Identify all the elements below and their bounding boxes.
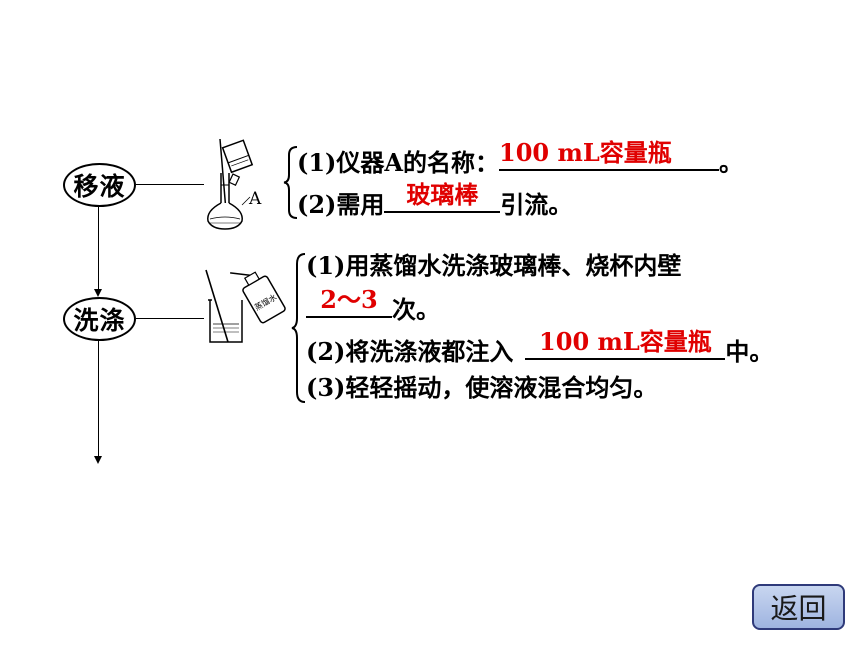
beaker-washing-icon: 蒸馏水 xyxy=(205,269,286,343)
step-wash-label: 洗涤 xyxy=(73,306,126,335)
transfer-q1-answer: 100 mL容量瓶 xyxy=(499,138,672,167)
wash-q1-line1: (1)用蒸馏水洗涤玻璃棒、烧杯内壁 xyxy=(306,251,682,280)
transfer-q1-blank: 100 mL容量瓶 xyxy=(499,139,720,171)
transfer-q2: (2)需用玻璃棒引流。 xyxy=(297,180,573,220)
flow-arrow-2 xyxy=(94,456,102,464)
connector-transfer xyxy=(136,184,204,185)
step-wash-oval: 洗涤 xyxy=(63,297,136,341)
flow-line-2 xyxy=(98,341,99,456)
transfer-q2-blank: 玻璃棒 xyxy=(384,181,501,213)
transfer-q1: (1)仪器A的名称：100 mL容量瓶。 xyxy=(297,138,744,178)
flow-arrow-1 xyxy=(94,289,102,297)
wash-q1-blank: 2～3 xyxy=(306,286,392,318)
back-button-label: 返回 xyxy=(770,592,827,625)
wash-q2-blank: 100 mL容量瓶 xyxy=(525,328,726,360)
brace-transfer xyxy=(283,146,298,219)
connector-wash xyxy=(136,318,204,319)
back-button[interactable]: 返回 xyxy=(752,584,845,630)
wash-q3: (3)轻轻摇动，使溶液混合均匀。 xyxy=(306,373,658,402)
instrument-label: A xyxy=(249,189,262,209)
flow-line-1 xyxy=(98,207,99,289)
wash-q1-answer: 2～3 xyxy=(320,285,378,314)
step-transfer-oval: 移液 xyxy=(63,163,136,207)
brace-wash xyxy=(291,253,306,403)
flask-pouring-icon xyxy=(207,138,254,230)
wash-q2-answer: 100 mL容量瓶 xyxy=(539,327,712,356)
transfer-q2-answer: 玻璃棒 xyxy=(406,180,479,209)
step-transfer-label: 移液 xyxy=(73,172,126,201)
